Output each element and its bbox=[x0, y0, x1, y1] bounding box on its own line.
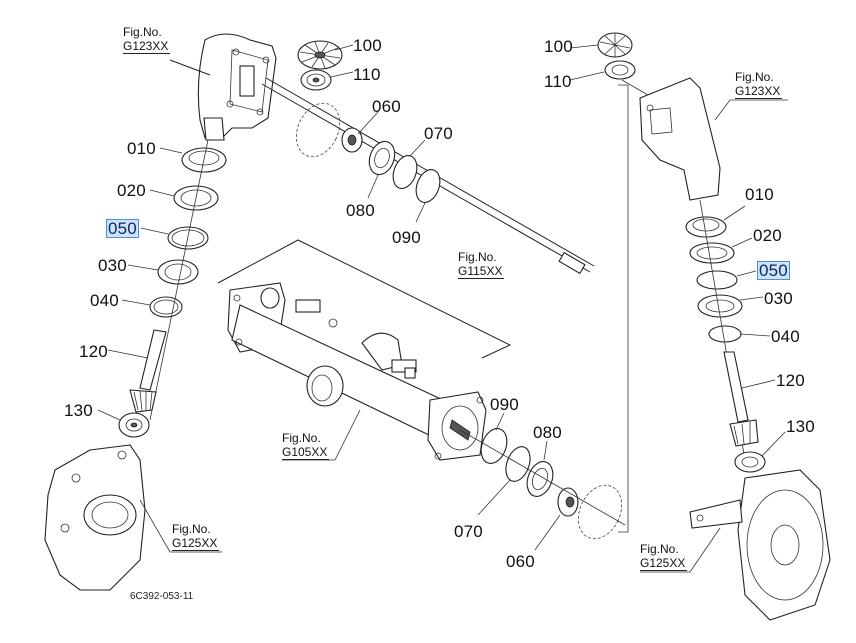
pinion-shaft-120-left bbox=[129, 329, 167, 413]
part-label-010[interactable]: 010 bbox=[127, 139, 156, 158]
part-label-050-right-highlighted[interactable]: 050 bbox=[757, 261, 790, 280]
bearing-080-left bbox=[368, 140, 396, 176]
part-label-030[interactable]: 030 bbox=[98, 256, 127, 275]
part-label-040-right[interactable]: 040 bbox=[771, 327, 800, 346]
figure-ref-g125-right[interactable]: Fig.No. G125XX bbox=[640, 542, 688, 571]
figure-ref-label: Fig.No. bbox=[123, 25, 162, 39]
part-label-010-right[interactable]: 010 bbox=[745, 185, 774, 204]
part-label-100-right[interactable]: 100 bbox=[544, 37, 573, 56]
figure-ref-code[interactable]: G105XX bbox=[282, 445, 330, 460]
figure-ref-g105[interactable]: Fig.No. G105XX bbox=[282, 431, 330, 460]
part-label-120-right[interactable]: 120 bbox=[776, 371, 805, 390]
snap-ring-090-left bbox=[415, 169, 441, 203]
figure-ref-label: Fig.No. bbox=[640, 542, 679, 556]
document-number: 6C392-053-11 bbox=[130, 591, 194, 602]
figure-ref-label: Fig.No. bbox=[172, 522, 211, 536]
bevel-gear-060-left bbox=[341, 127, 363, 153]
bearing-110-left bbox=[300, 69, 332, 91]
figure-ref-code[interactable]: G123XX bbox=[123, 39, 171, 54]
figure-ref-g123-right[interactable]: Fig.No. G123XX bbox=[735, 70, 783, 99]
part-label-110[interactable]: 110 bbox=[353, 65, 381, 84]
seal-070-left bbox=[392, 155, 418, 189]
part-label-080[interactable]: 080 bbox=[346, 201, 375, 220]
part-label-090-center[interactable]: 090 bbox=[490, 395, 519, 414]
part-label-050-highlighted[interactable]: 050 bbox=[106, 219, 139, 238]
drive-case-g105 bbox=[217, 239, 512, 461]
bearing-130-left bbox=[118, 412, 150, 438]
figure-ref-code[interactable]: G115XX bbox=[458, 264, 505, 279]
part-label-020[interactable]: 020 bbox=[117, 181, 146, 200]
figure-ref-code[interactable]: G123XX bbox=[735, 84, 783, 99]
figure-ref-g123-left[interactable]: Fig.No. G123XX bbox=[123, 25, 171, 54]
part-label-100[interactable]: 100 bbox=[353, 36, 382, 55]
leader-line bbox=[169, 59, 211, 76]
figure-ref-code[interactable]: G125XX bbox=[172, 536, 220, 551]
part-label-020-right[interactable]: 020 bbox=[753, 226, 782, 245]
gear-housing-right-upper bbox=[597, 32, 721, 201]
part-label-130-right[interactable]: 130 bbox=[786, 417, 815, 436]
right-ring-stack bbox=[685, 199, 746, 461]
axle-housing-right-lower bbox=[689, 469, 831, 621]
figure-ref-label: Fig.No. bbox=[282, 431, 321, 445]
part-label-080-center[interactable]: 080 bbox=[533, 423, 562, 442]
part-label-070-center[interactable]: 070 bbox=[454, 522, 483, 541]
pinion-shaft-120-right bbox=[723, 351, 759, 447]
bearing-130-right bbox=[734, 451, 766, 473]
figure-ref-g125-left[interactable]: Fig.No. G125XX bbox=[172, 522, 220, 551]
part-label-120[interactable]: 120 bbox=[79, 342, 108, 361]
figure-ref-g115[interactable]: Fig.No. G115XX bbox=[458, 250, 505, 279]
o-ring-left bbox=[295, 102, 341, 158]
figure-ref-label: Fig.No. bbox=[458, 250, 497, 264]
bevel-gear-100-left bbox=[297, 40, 343, 70]
figure-ref-code[interactable]: G125XX bbox=[640, 556, 688, 571]
part-label-040[interactable]: 040 bbox=[90, 291, 119, 310]
center-ring-stack bbox=[459, 428, 626, 540]
part-label-130[interactable]: 130 bbox=[64, 401, 93, 420]
part-label-110-right[interactable]: 110 bbox=[544, 72, 572, 91]
gear-housing-left-upper bbox=[197, 33, 277, 141]
part-label-090[interactable]: 090 bbox=[392, 228, 421, 247]
part-label-060-center[interactable]: 060 bbox=[506, 552, 535, 571]
part-label-070[interactable]: 070 bbox=[424, 124, 453, 143]
part-label-030-right[interactable]: 030 bbox=[764, 289, 793, 308]
part-label-060[interactable]: 060 bbox=[372, 97, 401, 116]
axle-housing-left-lower bbox=[44, 444, 146, 591]
figure-ref-label: Fig.No. bbox=[735, 70, 774, 84]
